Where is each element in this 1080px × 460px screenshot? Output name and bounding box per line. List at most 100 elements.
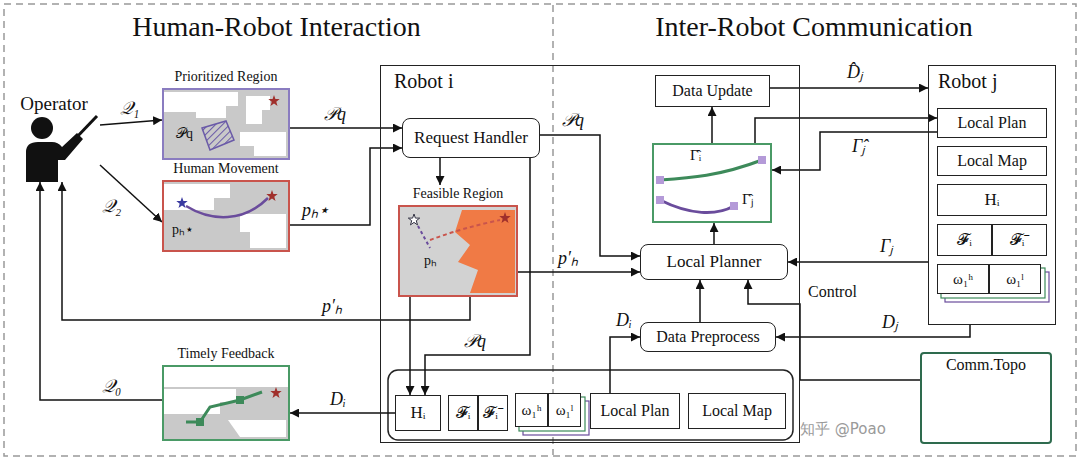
box-outline xyxy=(398,205,518,297)
box-outline xyxy=(162,180,290,252)
box-label: Comm.Topo xyxy=(920,355,1052,374)
flow-arrow xyxy=(788,261,928,263)
data-cell: Local Plan xyxy=(937,108,1047,138)
box-label: Local Plan xyxy=(958,113,1027,132)
data-cell: 𝓕ᵢ⁻ xyxy=(992,224,1047,256)
data-cell: ω₁ʰ xyxy=(937,264,989,294)
operator-icon xyxy=(26,116,97,182)
trajectory-box: Γ̂ᵢΓ̂ⱼ xyxy=(652,143,772,223)
box-label: ω₁ˡ xyxy=(1006,270,1024,288)
actor-icon: Operator xyxy=(8,92,100,182)
box-heading: Prioritized Region xyxy=(162,69,290,86)
data-cell: ω₁ʰ xyxy=(515,393,548,427)
box-outline xyxy=(652,143,772,223)
map-panel: Human Movement pₕ⋆ xyxy=(162,160,290,252)
map-panel: Feasible Region pₕ xyxy=(398,185,518,297)
flow-arrow xyxy=(100,120,162,125)
data-cell: 𝓕ᵢ xyxy=(448,395,478,431)
box-label: Local Map xyxy=(702,401,772,420)
data-container xyxy=(388,370,793,440)
edge-label: D̂ⱼ xyxy=(845,62,865,83)
process-box: Local Planner xyxy=(640,244,788,280)
data-cell: Hᵢ xyxy=(395,395,441,431)
data-cell: ω₁ˡ xyxy=(989,264,1041,294)
edge-label: Γⱼ xyxy=(878,236,895,257)
process-box: Data Preprocess xyxy=(640,322,776,352)
flow-arrow xyxy=(711,107,713,143)
box-label: pₕ⋆ xyxy=(172,222,194,239)
edge-label: Control xyxy=(806,283,859,301)
data-cell: 𝓕ᵢ⁻ xyxy=(478,395,508,431)
flow-arrow xyxy=(540,135,640,256)
robot-box: Robot iRequest HandlerFeasible RegionpₕD… xyxy=(380,65,800,443)
flow-arrow xyxy=(776,325,970,337)
box-label: Local Plan xyxy=(601,401,670,420)
box-label: ω₁ʰ xyxy=(953,270,973,288)
box-label: Hᵢ xyxy=(410,403,425,423)
box-label: Robot j xyxy=(938,69,997,93)
robot-box: Robot j Local PlanLocal MapHᵢ𝓕ᵢ 𝓕ᵢ⁻ ω₁ʰ ω₁ˡ xyxy=(928,65,1056,325)
flow-arrow xyxy=(100,165,162,222)
data-cell: Local Map xyxy=(937,146,1047,176)
section-title: Human-Robot Interaction xyxy=(0,10,553,44)
box-label: Data Preprocess xyxy=(656,327,760,346)
box-outline xyxy=(162,365,290,441)
box-label: 𝓕ᵢ xyxy=(456,403,471,422)
data-cell: Local Map xyxy=(688,393,786,429)
map-feasible xyxy=(400,207,516,295)
edge-label: 𝒫q xyxy=(322,104,348,125)
map-human-movement xyxy=(164,182,288,250)
box-label: Operator xyxy=(8,93,100,116)
flow-arrow xyxy=(518,271,640,273)
edge-label: Dᵢ xyxy=(614,310,634,331)
watermark: 知乎 @Poao xyxy=(800,420,886,438)
data-cell: ω₁ˡ xyxy=(548,393,581,427)
map-panel: Timely Feedback xyxy=(162,345,290,441)
edge-label: pₕ⋆ xyxy=(300,200,331,221)
edge-label: p′ₕ xyxy=(320,296,344,317)
box-label: Request Handler xyxy=(414,128,528,148)
section-divider xyxy=(552,5,554,455)
box-heading: Γ̂ᵢ xyxy=(690,146,701,164)
edge-label: Dᵢ xyxy=(328,389,348,410)
map-panel: Prioritized Region𝒫q xyxy=(162,68,290,160)
box-label: Γ̂ⱼ xyxy=(742,190,754,208)
process-box: Data Update xyxy=(655,75,770,107)
flow-arrow xyxy=(409,297,411,395)
flow-arrow xyxy=(610,337,640,393)
box-label: 𝓕ᵢ xyxy=(957,230,972,249)
flow-arrow xyxy=(699,280,701,322)
box-heading: Feasible Region xyxy=(398,186,518,203)
box-label: 𝓕ᵢ⁻ xyxy=(483,403,503,422)
trajectory-curves xyxy=(656,156,766,213)
data-cell: Hᵢ xyxy=(937,184,1047,216)
box-label: ω₁ʰ xyxy=(522,401,542,419)
data-cell: 𝓕ᵢ xyxy=(937,224,992,256)
edge-label: 𝒬₁ xyxy=(118,98,141,119)
outer-border xyxy=(4,4,1076,456)
box-label: Timely Feedback xyxy=(162,346,290,363)
flow-arrow xyxy=(290,148,402,225)
box-label: 𝒫q xyxy=(176,126,193,143)
box-label: 𝓕ᵢ⁻ xyxy=(1010,230,1030,249)
box-outline xyxy=(162,88,290,160)
process-box: Request Handler xyxy=(402,118,540,158)
box-label: ω₁ˡ xyxy=(556,401,574,419)
box-heading: Human Movement xyxy=(162,161,290,178)
flow-arrow xyxy=(290,127,402,129)
flow-arrow xyxy=(439,158,441,185)
edge-label: Γ̂ⱼ xyxy=(850,136,867,157)
box-label: Data Update xyxy=(672,81,752,100)
section-title: Inter-Robot Communication xyxy=(553,10,1075,44)
edge-label: 𝒬₀ xyxy=(100,376,123,397)
box-label: pₕ xyxy=(424,253,437,270)
edge-label: 𝒫q xyxy=(462,331,488,352)
box-label: Local Map xyxy=(957,151,1027,170)
flow-arrow xyxy=(772,132,937,170)
box-label: Local Planner xyxy=(667,252,762,272)
flow-arrow xyxy=(755,118,937,143)
topology-box: Comm.Topo xyxy=(920,352,1052,444)
map-feedback xyxy=(164,387,288,439)
map-prioritized xyxy=(164,90,288,158)
box-label: Hᵢ xyxy=(984,190,999,210)
